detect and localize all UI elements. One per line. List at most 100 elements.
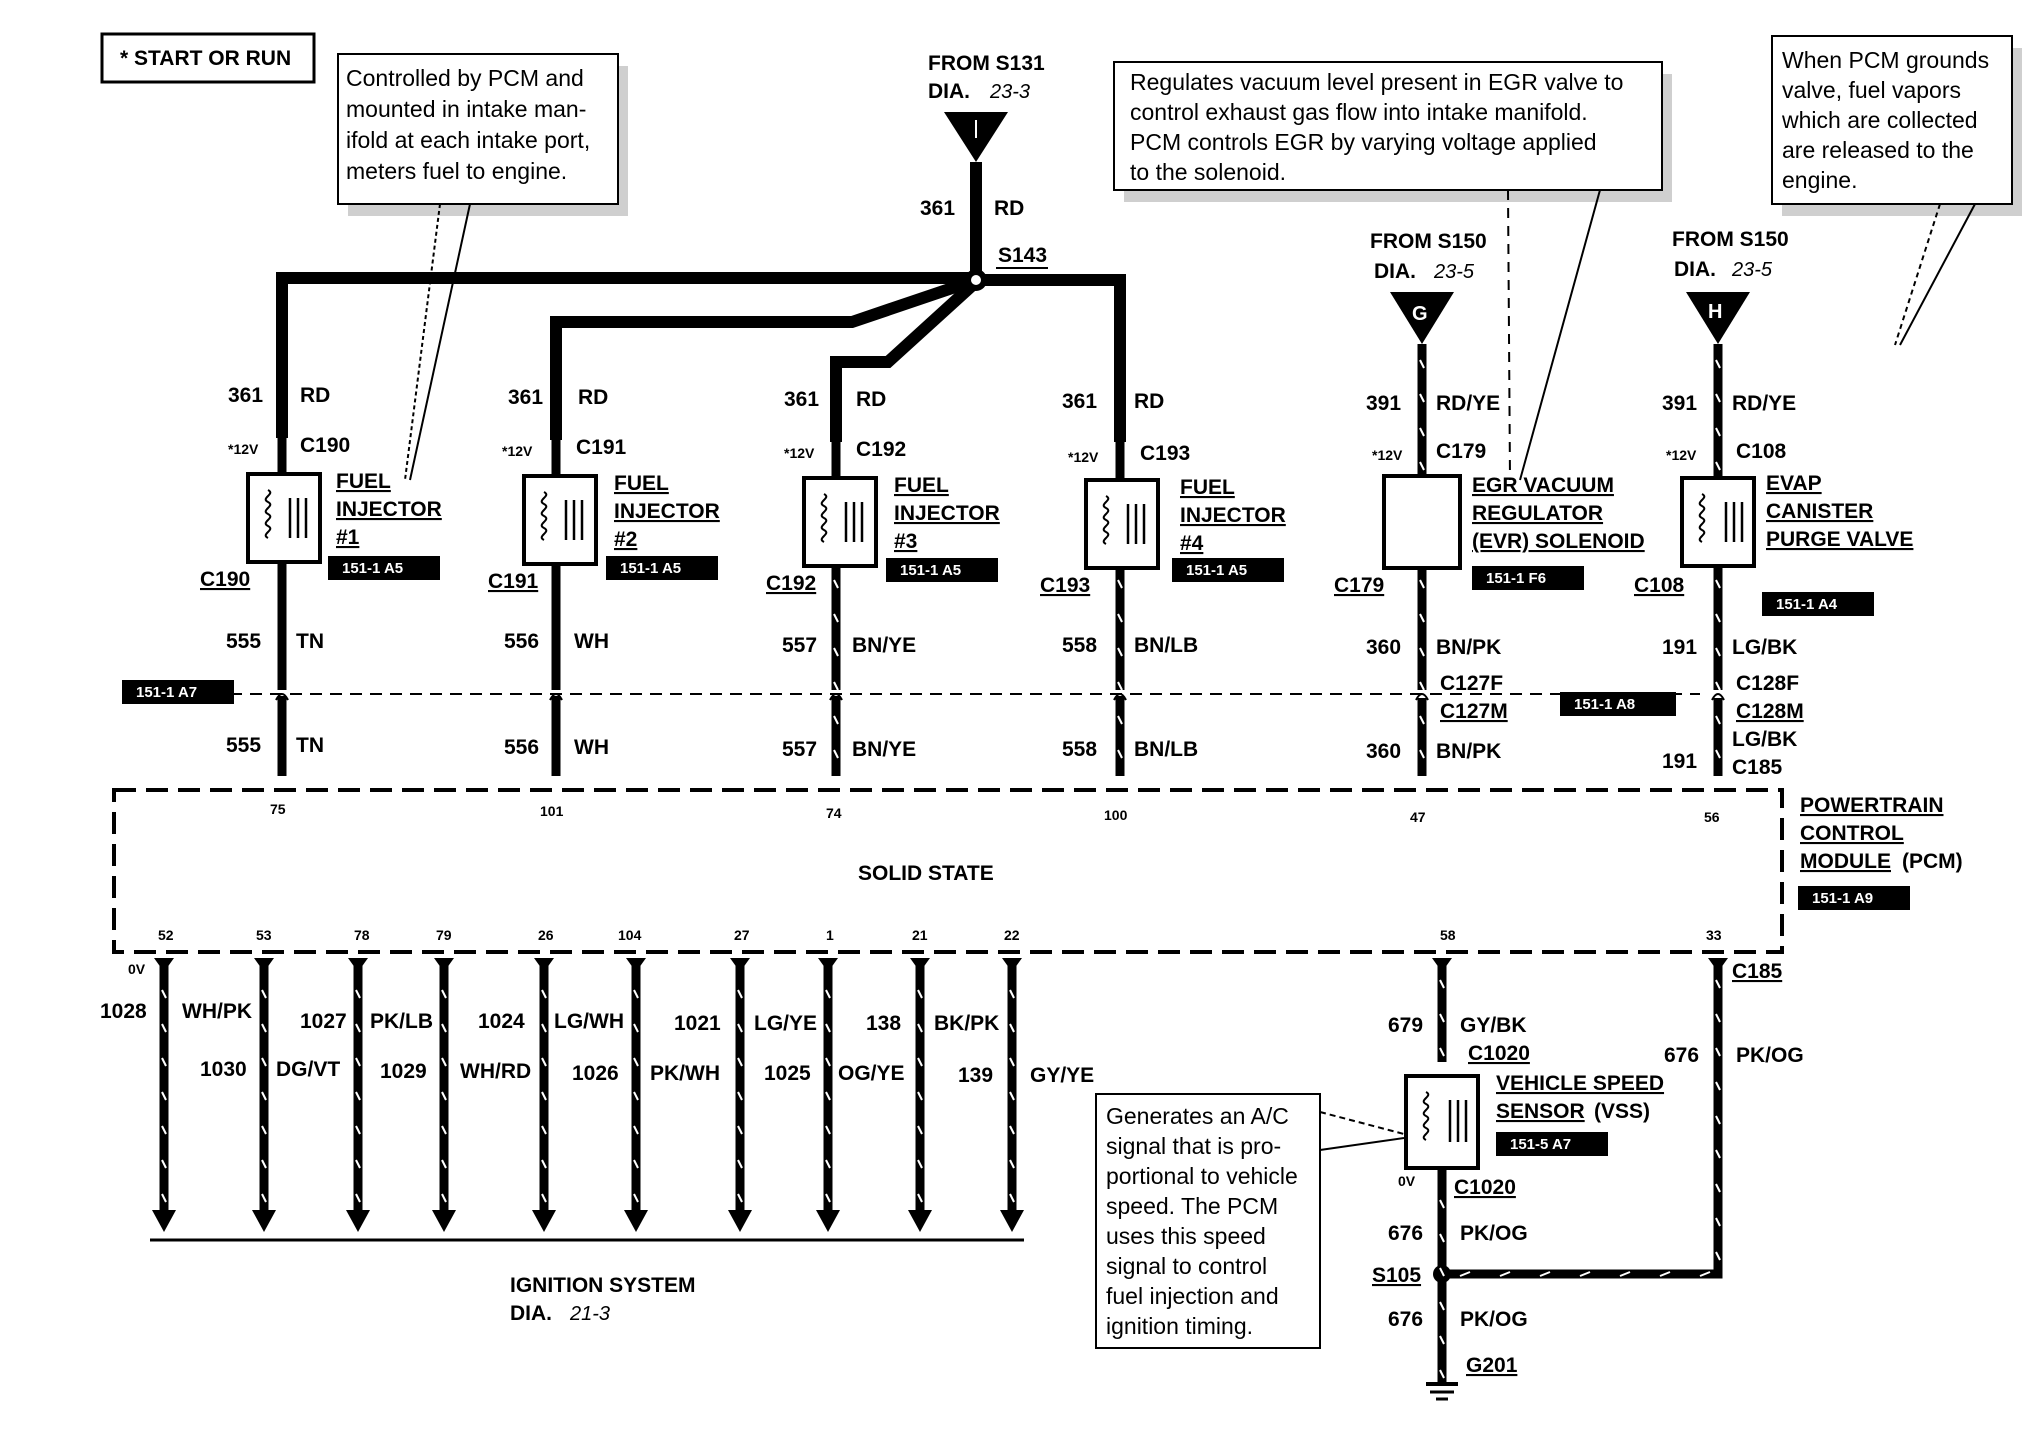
wire-stripe-tick [833,715,839,725]
inj3-name2: INJECTOR [894,502,1000,525]
wire-stripe-tick [261,1193,267,1203]
pcm-solid-state: SOLID STATE [858,862,994,885]
evr-voltage: *12V [1372,447,1403,463]
wire-stripe-tick [161,1125,167,1135]
evr-top-circuit: 391 [1366,392,1401,415]
inj3-ref: 151-1 A5 [900,562,961,579]
wire-stripe-tick [1009,989,1015,999]
inj2-num: #2 [614,528,637,551]
evap-c185: C185 [1732,756,1783,779]
wire-stripe-tick [1117,749,1123,759]
pcm-module: SOLID STATE POWERTRAIN CONTROL MODULE (P… [112,788,1963,954]
wire-stripe-tick [825,1193,831,1203]
ign-circuit-1024: 1024 [478,1010,525,1033]
wire-stripe-tick [1117,613,1123,623]
wire-stripe-tick [1439,1047,1445,1057]
evap-bot-circuit-2: 191 [1662,750,1697,773]
wire-stripe-tick [541,1091,547,1101]
ign-circuit-1029: 1029 [380,1060,427,1083]
evr-conn-bot: C179 [1334,574,1384,597]
wire-stripe-tick [917,1057,923,1067]
wire-stripe-tick [1499,1271,1511,1277]
inj2-bot-circuit-2: 556 [504,736,539,759]
wire-stripe-tick [737,1057,743,1067]
injector-note-line-3: ifold at each intake port, [346,127,590,153]
wire-stripe-tick [441,1091,447,1101]
evap-ref: 151-1 A4 [1776,596,1838,613]
inj1-pin: 75 [270,801,286,817]
ign-circuit-1027: 1027 [300,1010,347,1033]
wire-stripe-tick [1715,359,1721,369]
evap-top-color: RD/YE [1732,392,1796,415]
ign-color-pklb: PK/LB [370,1010,433,1033]
wire-stripe-tick [1619,1271,1631,1277]
evap-name2: CANISTER [1766,500,1873,523]
ign-color-whpk: WH/PK [182,1000,252,1023]
inj3-bot-circuit-2: 557 [782,738,817,761]
vss-top-circuit: 679 [1388,1014,1423,1037]
inj2-top-color: RD [578,386,608,409]
s150g-dia: DIA. [1374,260,1416,283]
wire-stripe-tick [1439,979,1445,989]
vss-bot-circuit: 676 [1388,1222,1423,1245]
wire-stripe-tick [1579,1271,1591,1277]
inj4-bot-color: BN/LB [1134,634,1198,657]
inj3-bot-color: BN/YE [852,634,916,657]
wire-stripe-tick [355,1125,361,1135]
inj3-bot-circuit: 557 [782,634,817,657]
inj3-bot-color-2: BN/YE [852,738,916,761]
evap-voltage: *12V [1666,447,1697,463]
ignition-wires: 52 53 78 79 26 104 27 1 21 22 0V [100,927,1094,1325]
wire-stripe-tick [161,1159,167,1169]
wire-stripe-tick [1459,1271,1471,1277]
injector-note: Controlled by PCM and mounted in intake … [337,53,628,481]
vss-name2b: (VSS) [1594,1100,1650,1123]
inj2-voltage: *12V [502,443,533,459]
inj4-bot-circuit: 558 [1062,634,1097,657]
vss-bot-color: PK/OG [1460,1222,1528,1245]
wire-stripe-tick [1715,749,1721,759]
wire-stripe-tick [1715,1183,1721,1193]
ign-color-lgye: LG/YE [754,1012,817,1035]
wire-stripe-tick [1715,1047,1721,1057]
inline-connector: 151-1 A7 151-1 A8 [122,680,1725,716]
ign-pin-26: 26 [538,927,554,943]
evap-purge-valve: FROM S150 DIA. 23-5 H 391 RD/YE *12V C10… [1634,228,1913,825]
wire-stripe-tick [917,989,923,999]
wire-stripe-tick [1117,647,1123,657]
injector-note-line-1: Controlled by PCM and [346,65,584,91]
pcm-ref: 151-1 A9 [1812,890,1873,907]
inj1-conn-bot: C190 [200,568,250,591]
evr-bot-color: BN/PK [1436,636,1501,659]
vss-note: Generates an A/C signal that is pro- por… [1095,1093,1405,1349]
wire-stripe-tick [633,1091,639,1101]
wire-stripe-tick [737,1193,743,1203]
wire-stripe-tick [541,1023,547,1033]
wire-stripe-tick [1419,647,1425,657]
evr-bot-color-2: BN/PK [1436,740,1501,763]
wire-stripe-tick [1419,359,1425,369]
evap-inline-f: C128F [1736,672,1799,695]
wire-stripe-tick [633,1057,639,1067]
evr-bot-circuit: 360 [1366,636,1401,659]
wire-stripe-tick [441,989,447,999]
inj1-bot-color: TN [296,630,324,653]
inj4-name1: FUEL [1180,476,1235,499]
wire-stripe-tick [441,1023,447,1033]
wire-stripe-tick [541,1057,547,1067]
evap-pin: 56 [1704,809,1720,825]
evap-name1: EVAP [1766,472,1822,495]
wire-stripe-tick [1009,1125,1015,1135]
ign-pin-78: 78 [354,927,370,943]
wire-stripe-tick [633,1193,639,1203]
ign-color-lgwh: LG/WH [554,1010,624,1033]
pcm-name3: MODULE [1800,850,1891,873]
wire-stripe-tick [355,1057,361,1067]
s150g-letter: G [1412,303,1428,325]
inline-ref-right: 151-1 A8 [1574,696,1635,713]
vss-note-line-1: Generates an A/C [1106,1103,1289,1129]
start-run-legend: * START OR RUN [100,32,316,84]
inj1-num: #1 [336,526,360,549]
vss-pin: 58 [1440,927,1456,943]
inj1-bot-color-2: TN [296,734,324,757]
